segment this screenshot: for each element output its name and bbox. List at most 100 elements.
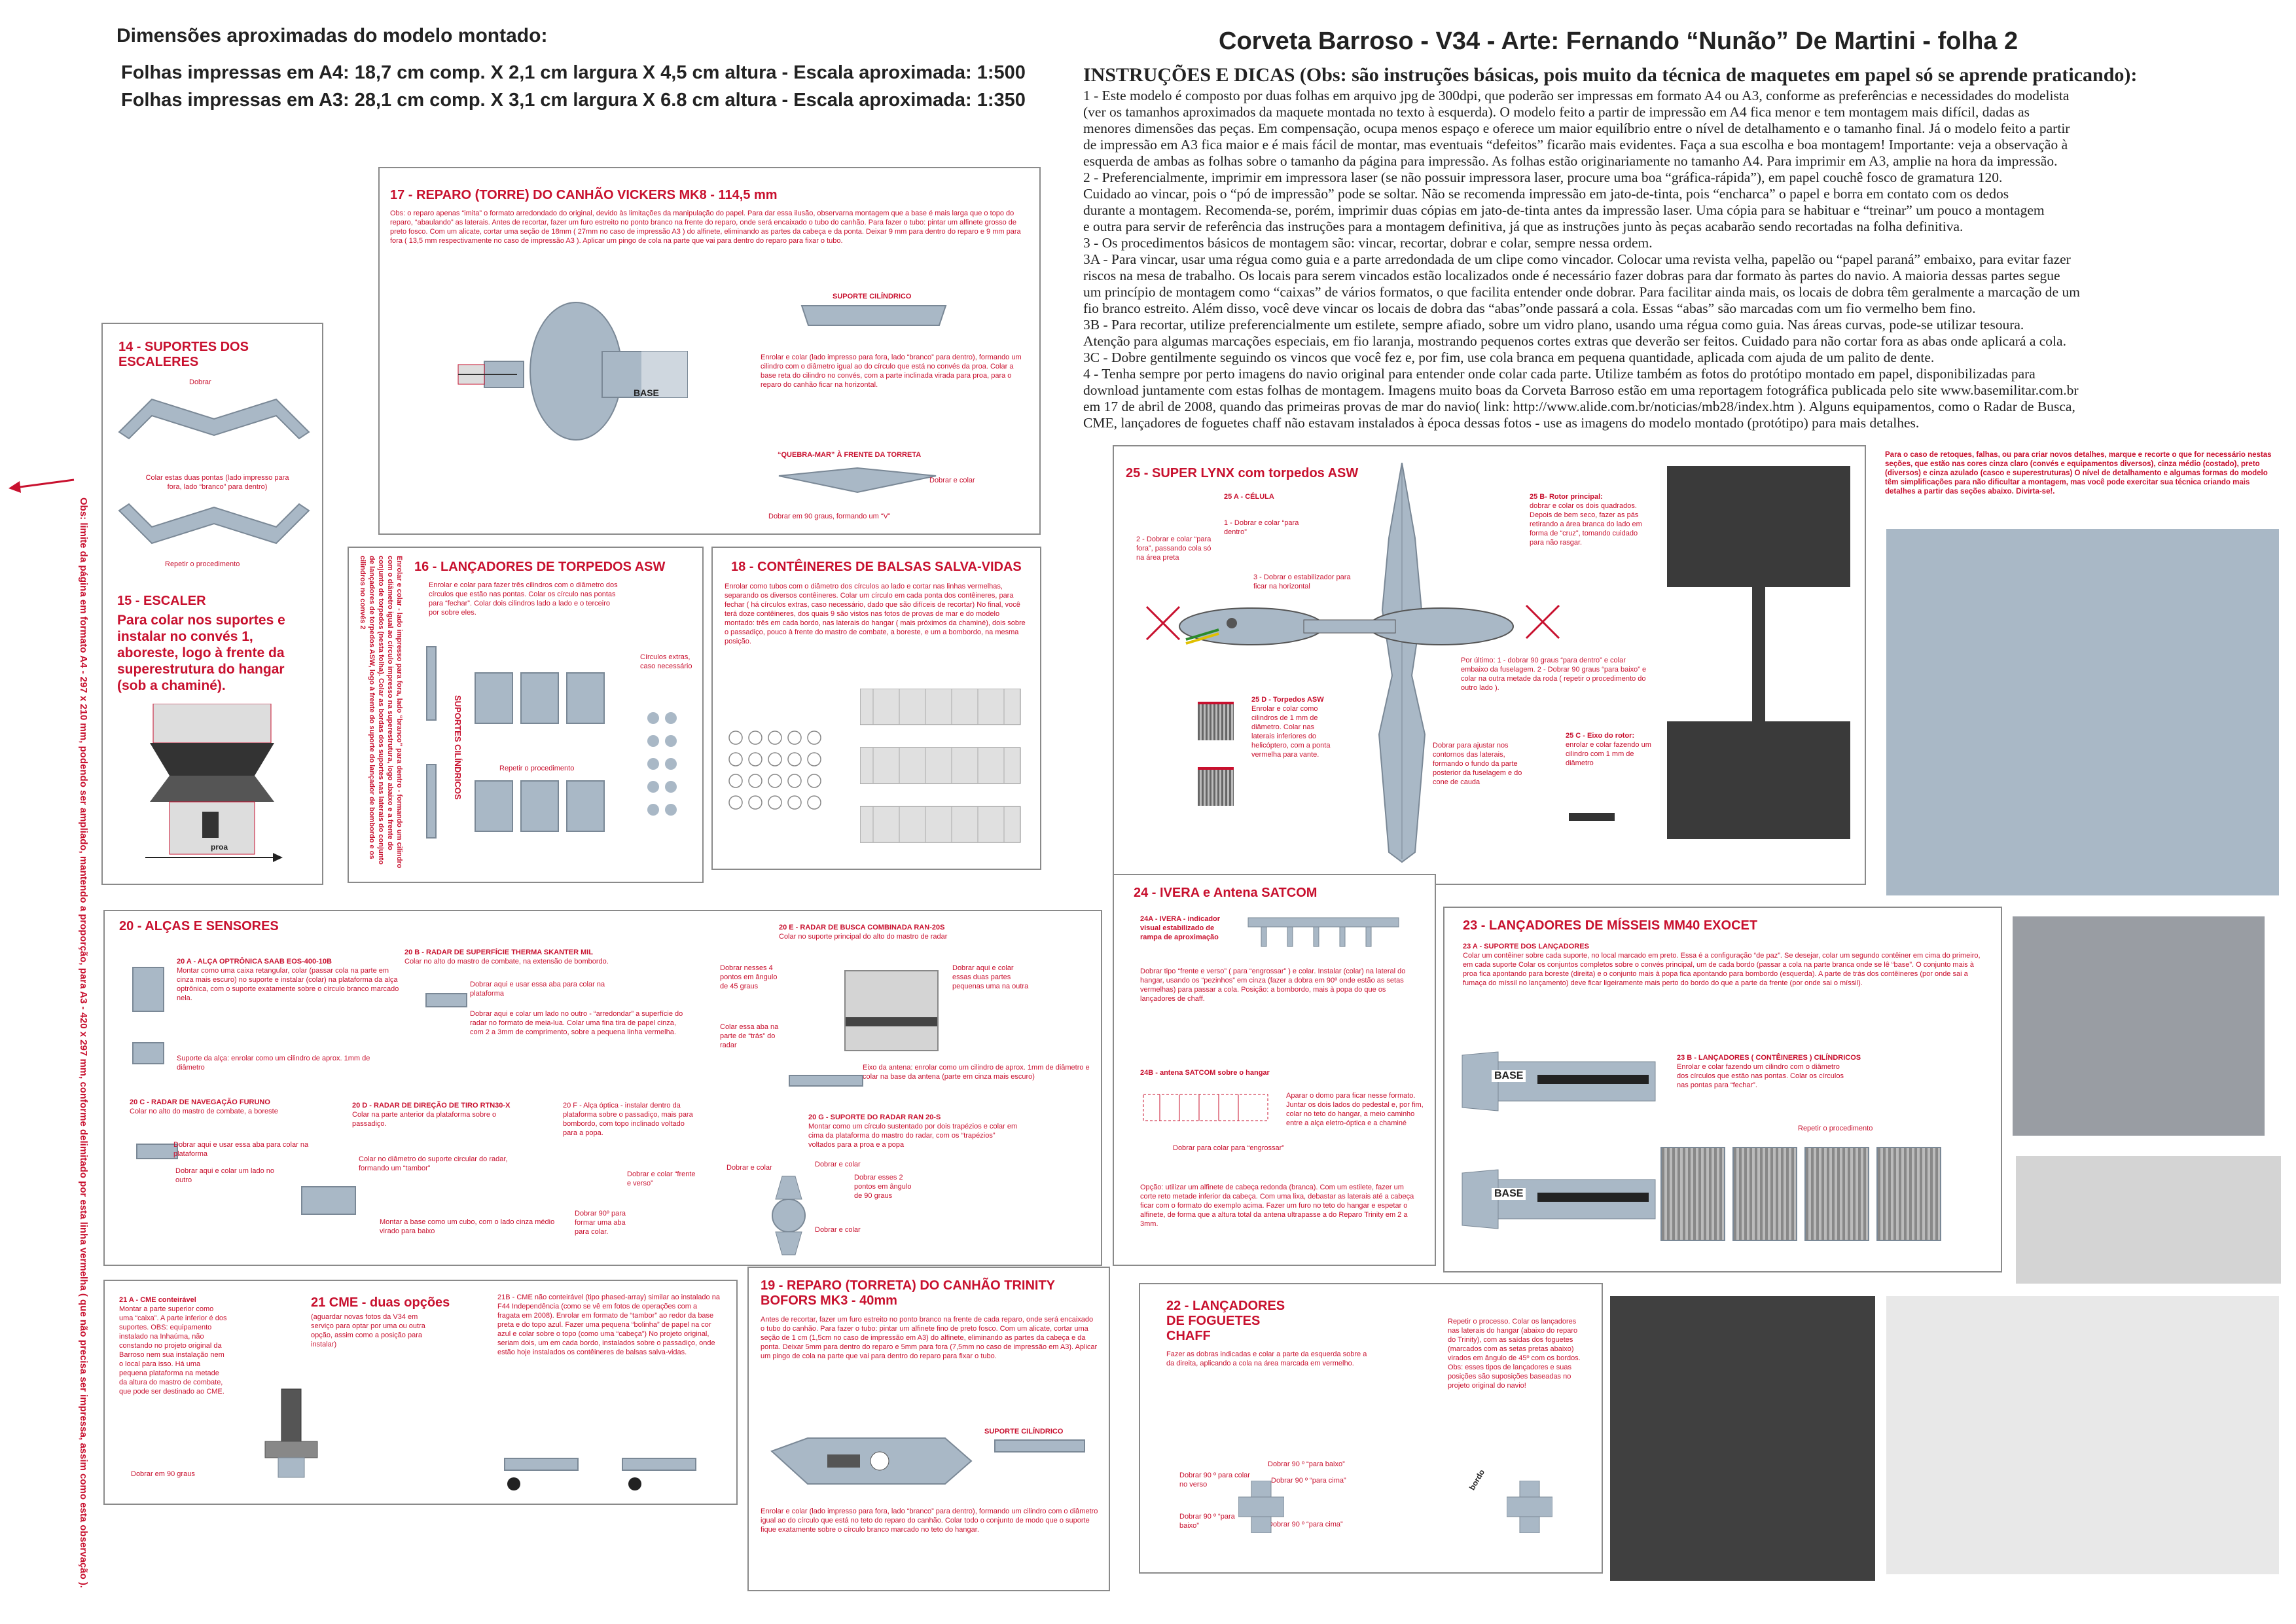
instruction-line: download juntamente com estas folhas de … (1083, 382, 2079, 398)
section-18-text: Enrolar como tubos com o diâmetro dos cí… (725, 583, 1026, 645)
support-17-text: Enrolar e colar (lado impresso para fora… (761, 353, 1022, 389)
section-25a-step1: 1 - Dobrar e colar “para dentro” (1224, 519, 1299, 536)
page-limit-arrow (9, 478, 75, 493)
section-14-title: 14 - SUPORTES DOS ESCALERES (118, 340, 249, 369)
section-15-text: Para colar nos suportes e instalar no co… (117, 613, 285, 693)
eos-box (132, 967, 164, 1012)
lynx-fuselage (1378, 462, 1426, 863)
section-22-d3: Dobrar 90 º “para cima” (1271, 1477, 1346, 1485)
section-23-repetir: Repetir o procedimento (1798, 1125, 1873, 1132)
instruction-line: 3A - Para vincar, usar uma régua como gu… (1083, 251, 2071, 267)
suportes-cilindricos-label: SUPORTES CILÍNDRICOS (453, 695, 463, 800)
dimensions-a3: Folhas impressas em A3: 28,1 cm comp. X … (121, 90, 1026, 111)
cme-tower (264, 1388, 318, 1478)
quebra-mar-dobrar-90: Dobrar em 90 graus, formando um “V” (768, 513, 891, 520)
rotor-square (1667, 466, 1850, 839)
swatch-blue-gray (1886, 529, 2279, 895)
instruction-line: menores dimensões das peças. Em compensa… (1083, 120, 2070, 136)
section-23-title: 23 - LANÇADORES DE MÍSSEIS MM40 EXOCET (1463, 918, 1758, 933)
raft-containers (860, 689, 1021, 843)
sheet-title: Corveta Barroso - V34 - Arte: Fernando “… (1219, 27, 2018, 55)
support-19-strip (994, 1439, 1085, 1453)
lynx-side-view (1179, 607, 1514, 645)
instruction-line: em 17 de abril de 2008, quando das prime… (1083, 399, 2075, 414)
chaff-launcher-1 (1238, 1481, 1284, 1533)
cme-b-strip-2 (622, 1458, 696, 1471)
trinity-turret (770, 1437, 973, 1485)
exocet-base-label-1: BASE (1492, 1070, 1526, 1082)
section-20c-dobrar1: Dobrar aqui e usar essa aba para colar n… (173, 1141, 309, 1158)
section-24a-title: 24A - IVERA - indicador visual estabiliz… (1140, 915, 1221, 941)
section-24b-title: 24B - antena SATCOM sobre o hangar (1140, 1069, 1270, 1077)
swatch-mid-gray (2013, 916, 2265, 1136)
section-22-text: Fazer as dobras indicadas e colar a part… (1166, 1350, 1367, 1367)
torpedo-strip-1 (1198, 702, 1234, 740)
section-25c-title: 25 C - Eixo do rotor: (1566, 732, 1635, 740)
section-17: 17 - REPARO (TORRE) DO CANHÃO VICKERS MK… (378, 167, 1041, 535)
section-16-text: Enrolar e colar para fazer três cilindro… (429, 581, 618, 617)
section-18: 18 - CONTÊINERES DE BALSAS SALVA-VIDAS E… (711, 547, 1041, 870)
section-25a-title: 25 A - CÉLULA (1224, 493, 1274, 501)
turret-base-label: BASE (634, 388, 659, 398)
section-21a-dobrar: Dobrar em 90 graus (131, 1470, 195, 1478)
cme-b-dot-1 (507, 1477, 520, 1490)
section-22: 22 - LANÇADORES DE FOGUETES CHAFF Fazer … (1139, 1283, 1603, 1574)
section-24: 24 - IVERA e Antena SATCOM 24A - IVERA -… (1113, 874, 1436, 1266)
support-17-label: SUPORTE CILÍNDRICO (833, 293, 912, 300)
quebra-mar-label: “QUEBRA-MAR” À FRENTE DA TORRETA (778, 451, 922, 459)
section-20a-title: 20 A - ALÇA OPTRÔNICA SAAB EOS-400-10B (177, 958, 332, 965)
instruction-line: riscos na mesa de trabalho. Os locais pa… (1083, 268, 2060, 283)
section-20e-eixo: Eixo da antena: enrolar como um cilindro… (863, 1064, 1090, 1081)
section-23b-title: 23 B - LANÇADORES ( CONTÊINERES ) CILÍND… (1677, 1054, 1861, 1062)
swatch-dark (1610, 1296, 1875, 1581)
section-20d-text: Colar na parte anterior da plataforma so… (352, 1111, 497, 1128)
section-20e-text: Colar no suporte principal do alto do ma… (779, 933, 948, 941)
section-20a-support: Suporte da alça: enrolar como um cilindr… (177, 1055, 370, 1072)
extra-circles-16 (647, 712, 677, 816)
section-15-title: 15 - ESCALER (117, 594, 206, 608)
cme-b-strip-1 (504, 1458, 579, 1471)
swatch-light-gray (2016, 1156, 2281, 1284)
section-21-title: 21 CME - duas opções (311, 1295, 450, 1310)
section-20g-dobrar-c: Dobrar e colar (815, 1226, 861, 1234)
section-20g-dobrar5: Dobrar esses 2 pontos em ângulo de 90 gr… (854, 1174, 912, 1200)
section-20g-text: Montar como um círculo sustentado por do… (808, 1123, 1018, 1149)
section-25c-text: enrolar e colar fazendo um cilindro com … (1566, 741, 1651, 767)
section-25b-final: Por último: 1 - dobrar 90 graus “para de… (1461, 657, 1647, 692)
instruction-line: Cuidado ao vincar, pois o “pó de impress… (1083, 186, 2009, 202)
section-20b-dobrar2: Dobrar aqui e colar um lado no outro - “… (470, 1010, 683, 1036)
section-25a-step3: 3 - Dobrar o estabilizador para ficar na… (1253, 573, 1351, 590)
quebra-mar-dobrar-colar: Dobrar e colar (929, 477, 975, 484)
lynx-tail-right (1525, 604, 1560, 640)
dimensions-title: Dimensões aproximadas do modelo montado: (117, 25, 548, 46)
support-17-shape (800, 305, 947, 326)
section-20c-dobrar2: Dobrar aqui e colar um lado no outro (175, 1167, 275, 1184)
torpedo-tube-5 (520, 780, 559, 832)
dimensions-a4: Folhas impressas em A4: 18,7 cm comp. X … (121, 62, 1026, 83)
color-note: Para o caso de retoques, falhas, ou para… (1885, 451, 2272, 496)
exocet-base-label-2: BASE (1492, 1188, 1526, 1200)
section-21-text: (aguardar novas fotos da V34 em serviço … (311, 1313, 425, 1348)
section-14-repetir: Repetir o procedimento (165, 560, 240, 568)
ran20s-support (772, 1176, 806, 1255)
section-20b-title: 20 B - RADAR DE SUPERFÍCIE THERMA SKANTE… (404, 948, 594, 956)
section-21a-text: Montar a parte superior como uma “caixa”… (119, 1305, 227, 1396)
section-16: 16 - LANÇADORES DE TORPEDOS ASW Enrolar … (348, 547, 704, 883)
boat-support-top (118, 398, 310, 440)
turret-shape (457, 302, 688, 441)
section-24a-text: Dobrar tipo “frente e verso” ( para “eng… (1140, 967, 1406, 1003)
exocet-container-1 (1660, 1147, 1725, 1241)
rotor-axis-strip (1569, 813, 1615, 821)
instruction-line: e outra para servir de referência das in… (1083, 219, 1964, 234)
exocet-container-2 (1732, 1147, 1797, 1241)
support-19-label: SUPORTE CILÍNDRICO (984, 1428, 1064, 1435)
instructions-body: 1 - Este modelo é composto por duas folh… (1083, 88, 2281, 431)
section-22-repetir: Repetir o processo. Colar os lançadores … (1448, 1318, 1581, 1390)
instruction-line: esquerda de ambas as folhas sobre o tama… (1083, 153, 2058, 169)
section-19: 19 - REPARO (TORRETA) DO CANHÃO TRINITY … (747, 1267, 1110, 1591)
section-24b-domo: Aparar o domo para ficar nesse formato. … (1286, 1092, 1424, 1127)
section-24-title: 24 - IVERA e Antena SATCOM (1134, 886, 1318, 900)
section-20e-dobrar-abas: Dobrar aqui e colar essas duas partes pe… (952, 964, 1029, 990)
instruction-line: 3 - Os procedimentos básicos de montagem… (1083, 235, 1653, 251)
section-25d-title: 25 D - Torpedos ASW (1251, 696, 1324, 704)
